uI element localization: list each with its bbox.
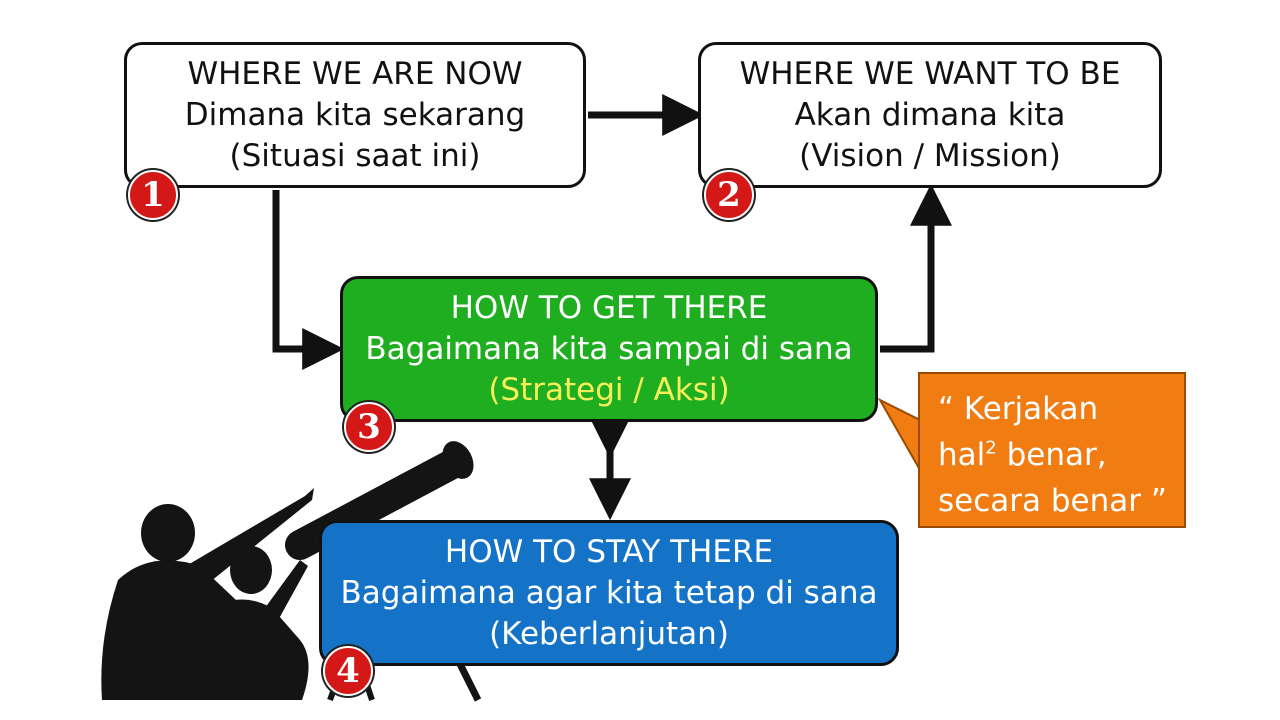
box-stay-title: HOW TO STAY THERE bbox=[444, 533, 774, 570]
callout-kerjakan: “ Kerjakan hal2 benar, secara benar ” bbox=[918, 372, 1186, 528]
callout-line-1: “ Kerjakan bbox=[938, 391, 1099, 427]
step-badge-4: 4 bbox=[323, 646, 373, 696]
box-get-note: (Strategi / Aksi) bbox=[488, 371, 730, 408]
arrow-get-to-want bbox=[880, 183, 952, 353]
box-how-to-get-there: HOW TO GET THERE Bagaimana kita sampai d… bbox=[340, 276, 878, 422]
callout-line-2-sup: 2 bbox=[985, 437, 997, 459]
callout-line-2-post: benar, bbox=[996, 437, 1107, 473]
box-get-subtitle: Bagaimana kita sampai di sana bbox=[365, 330, 853, 367]
box-how-to-stay-there: HOW TO STAY THERE Bagaimana agar kita te… bbox=[319, 520, 899, 666]
step-badge-3: 3 bbox=[344, 402, 394, 452]
box-get-title: HOW TO GET THERE bbox=[450, 289, 768, 326]
callout-pointer bbox=[877, 397, 921, 474]
callout-line-3: secara benar ” bbox=[938, 483, 1167, 519]
box-want-subtitle: Akan dimana kita bbox=[794, 96, 1066, 133]
callout-line-2: hal2 benar, bbox=[938, 432, 1184, 478]
box-now-subtitle: Dimana kita sekarang bbox=[184, 96, 526, 133]
arrow-now-to-get bbox=[272, 190, 345, 370]
box-want-title: WHERE WE WANT TO BE bbox=[739, 55, 1121, 92]
box-where-we-want-to-be: WHERE WE WANT TO BE Akan dimana kita (Vi… bbox=[698, 42, 1162, 188]
box-now-title: WHERE WE ARE NOW bbox=[187, 55, 523, 92]
box-stay-subtitle: Bagaimana agar kita tetap di sana bbox=[340, 574, 878, 611]
silhouette-stargazers-icon bbox=[101, 441, 482, 702]
box-where-we-are-now: WHERE WE ARE NOW Dimana kita sekarang (S… bbox=[124, 42, 586, 188]
box-want-note: (Vision / Mission) bbox=[799, 137, 1061, 174]
box-now-note: (Situasi saat ini) bbox=[229, 137, 481, 174]
box-stay-note: (Keberlanjutan) bbox=[489, 615, 729, 652]
step-badge-2: 2 bbox=[704, 170, 754, 220]
callout-line-2-pre: hal bbox=[938, 437, 986, 473]
step-badge-1: 1 bbox=[128, 170, 178, 220]
